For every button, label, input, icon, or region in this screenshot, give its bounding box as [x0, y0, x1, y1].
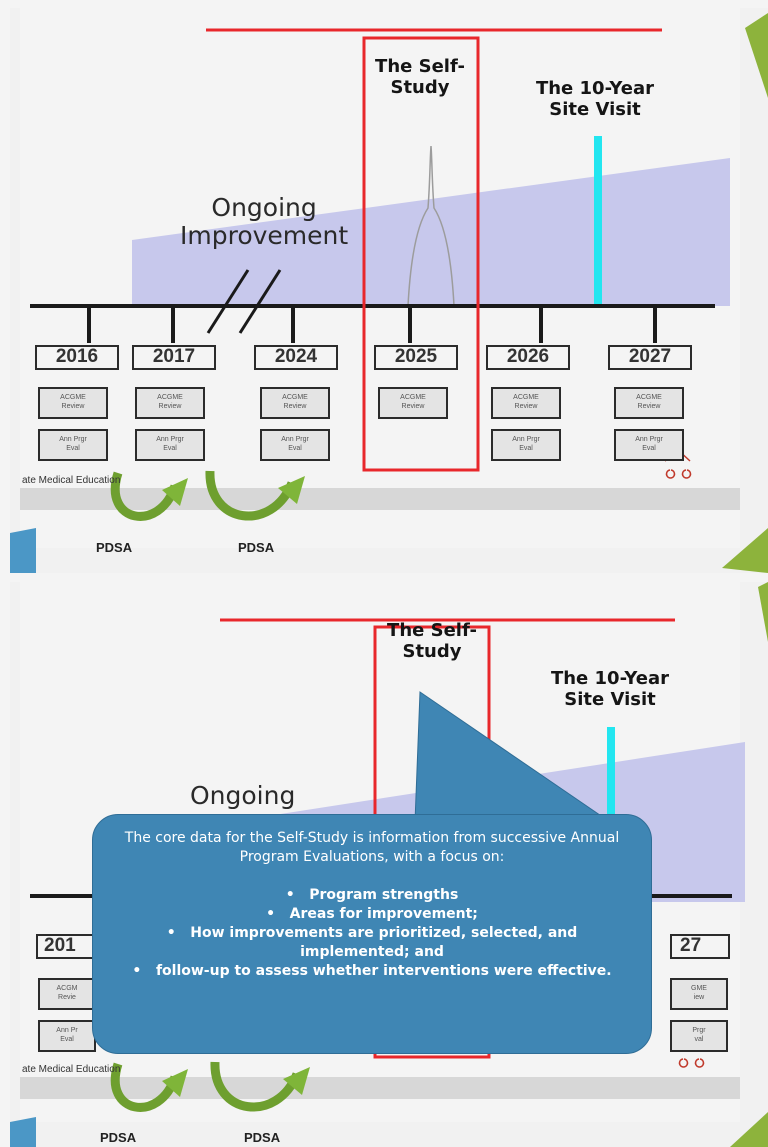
- ann-prgr-eval-box: Ann Prgr Eval: [614, 429, 684, 461]
- pdsa-arrow: [205, 470, 297, 521]
- callout-bullet-list: Program strengths Areas for improvement;…: [117, 886, 627, 981]
- slide-timeline: The Self- Study The 10-Year Site Visit O…: [10, 8, 768, 573]
- acgme-review-box: ACGME Review: [38, 387, 108, 419]
- acgme-review-box: ACGME Review: [135, 387, 205, 419]
- callout-bullet: How improvements are prioritized, select…: [117, 924, 627, 962]
- break-mark: [206, 269, 250, 334]
- self-study-frame: [362, 36, 480, 472]
- pdsa-arrow: [110, 471, 180, 521]
- site-visit-title: The 10-Year Site Visit: [535, 78, 655, 120]
- self-study-title: The Self- Study: [375, 56, 465, 98]
- footer-text: ate Medical Education: [22, 1064, 121, 1075]
- pdsa-label: PDSA: [238, 540, 275, 555]
- callout-intro: The core data for the Self-Study is info…: [124, 830, 620, 865]
- corner-green-bottom: [730, 1112, 768, 1147]
- site-visit-title: The 10-Year Site Visit: [550, 668, 670, 710]
- year-box-2027: 2027: [608, 345, 692, 370]
- corner-green-top: [758, 582, 768, 642]
- self-study-callout: The core data for the Self-Study is info…: [92, 814, 652, 1054]
- acgme-review-box: GME iew: [670, 978, 728, 1010]
- year-box-2017: 2017: [132, 345, 216, 370]
- slide-background: [10, 8, 768, 573]
- year-box-partial: 201: [36, 934, 96, 959]
- ann-prgr-eval-box: Ann Prgr Eval: [38, 429, 108, 461]
- ann-prgr-eval-box: Ann Prgr Eval: [135, 429, 205, 461]
- acgme-review-box: ACGME Review: [378, 387, 448, 419]
- year-box-2026: 2026: [486, 345, 570, 370]
- ann-prgr-eval-box: Prgr val: [670, 1020, 728, 1052]
- acgme-review-box: ACGME Review: [260, 387, 330, 419]
- pdsa-label: PDSA: [244, 1130, 281, 1145]
- slide-timeline-callout: The Self- Study The 10-Year Site Visit O…: [10, 582, 768, 1147]
- ann-prgr-eval-box: Ann Prgr Eval: [260, 429, 330, 461]
- site-visit-bar: [594, 136, 602, 304]
- callout-bullet: Areas for improvement;: [117, 905, 627, 924]
- year-box-partial: 27: [670, 934, 730, 959]
- callout-bullet: Program strengths: [117, 886, 627, 905]
- pdsa-label: PDSA: [100, 1130, 137, 1145]
- pdsa-arrow: [210, 1061, 302, 1112]
- pdsa-arrow: [110, 1062, 180, 1112]
- acgme-review-box: ACGM Revie: [38, 978, 96, 1010]
- ann-prgr-eval-box: Ann Prgr Eval: [491, 429, 561, 461]
- corner-blue: [10, 1117, 36, 1147]
- footer-text: ate Medical Education: [22, 475, 121, 486]
- acgme-review-box: ACGME Review: [491, 387, 561, 419]
- acgme-review-box: ACGME Review: [614, 387, 684, 419]
- ann-prgr-eval-box: Ann Pr Eval: [38, 1020, 96, 1052]
- year-box-2016: 2016: [35, 345, 119, 370]
- pdsa-label: PDSA: [96, 540, 133, 555]
- ongoing-improvement-label: Ongoing Improvement: [180, 193, 349, 250]
- year-box-2024: 2024: [254, 345, 338, 370]
- corner-green-bottom: [722, 528, 768, 573]
- improvement-ramp: [132, 158, 730, 306]
- self-study-peak: [407, 145, 455, 307]
- corner-green-top: [745, 13, 768, 98]
- callout-bullet: follow-up to assess whether intervention…: [117, 962, 627, 981]
- self-study-title: The Self- Study: [387, 620, 477, 662]
- year-box-2025: 2025: [374, 345, 458, 370]
- corner-blue: [10, 528, 36, 573]
- ongoing-label: Ongoing: [190, 781, 296, 810]
